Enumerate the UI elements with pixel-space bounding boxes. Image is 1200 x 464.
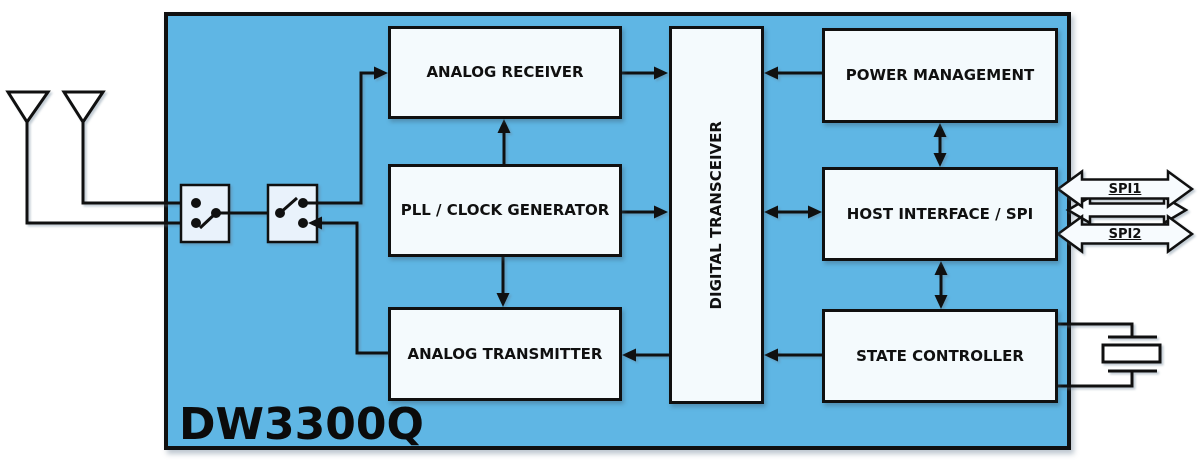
block-digital-transceiver: DIGITAL TRANSCEIVER xyxy=(669,26,764,404)
arrow-pll-to-transceiver xyxy=(622,205,668,219)
spi2-arrow xyxy=(1055,214,1195,254)
block-host-interface-spi: HOST INTERFACE / SPI xyxy=(822,167,1058,261)
spi1-port-label: SPI1 xyxy=(1108,181,1142,197)
block-digital-transceiver-label: DIGITAL TRANSCEIVER xyxy=(707,120,726,310)
spi-bus-middle-arrow xyxy=(1065,194,1189,226)
block-power-management: POWER MANAGEMENT xyxy=(822,28,1058,123)
block-pll-clock-generator-label: PLL / CLOCK GENERATOR xyxy=(400,201,610,220)
block-pll-clock-generator: PLL / CLOCK GENERATOR xyxy=(388,164,622,257)
arrow-transmitter-to-switch xyxy=(308,216,388,355)
spi1-arrow xyxy=(1055,169,1195,209)
block-state-controller: STATE CONTROLLER xyxy=(822,309,1058,403)
arrow-state-to-transceiver xyxy=(764,348,822,362)
block-analog-receiver: ANALOG RECEIVER xyxy=(388,26,622,119)
arrow-transceiver-host-bidir xyxy=(764,205,822,219)
arrow-host-state-bidir xyxy=(934,261,948,309)
block-state-controller-label: STATE CONTROLLER xyxy=(856,346,1024,365)
arrow-pll-to-receiver xyxy=(497,119,511,164)
rf-switch-2-icon xyxy=(266,183,319,244)
arrow-receiver-to-transceiver xyxy=(622,66,668,80)
spi2-port-label: SPI2 xyxy=(1108,226,1142,242)
arrow-power-to-transceiver xyxy=(764,66,822,80)
block-host-interface-spi-label: HOST INTERFACE / SPI xyxy=(846,204,1034,223)
block-analog-transmitter-label: ANALOG TRANSMITTER xyxy=(407,344,603,363)
arrow-transceiver-to-transmitter xyxy=(622,348,669,362)
crystal-icon xyxy=(1058,322,1162,388)
block-analog-transmitter: ANALOG TRANSMITTER xyxy=(388,307,622,401)
arrow-pll-to-transmitter xyxy=(496,257,510,307)
block-power-management-label: POWER MANAGEMENT xyxy=(845,66,1035,85)
block-analog-receiver-label: ANALOG RECEIVER xyxy=(426,63,584,82)
antenna-left-icon xyxy=(5,90,194,225)
antenna-right-icon xyxy=(61,90,194,205)
chip-name-label: DW3300Q xyxy=(179,399,424,450)
arrow-power-host-bidir xyxy=(933,123,947,167)
arrow-switch-to-receiver xyxy=(303,66,388,205)
